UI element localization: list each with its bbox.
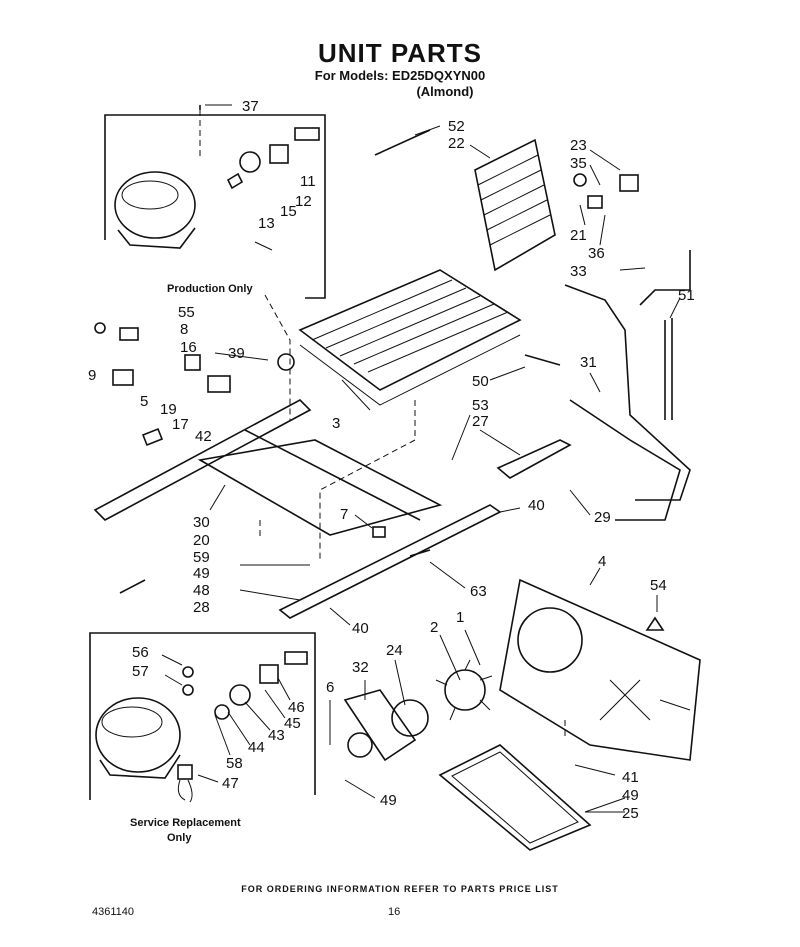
callout-49-right: 49 xyxy=(622,787,639,804)
callout-11: 11 xyxy=(300,173,316,190)
callout-24: 24 xyxy=(386,642,403,659)
callout-12: 12 xyxy=(295,193,312,210)
page-number: 16 xyxy=(388,906,401,918)
callout-5: 5 xyxy=(140,393,148,410)
callout-28: 28 xyxy=(193,599,210,616)
callout-29: 29 xyxy=(594,509,611,526)
callout-32: 32 xyxy=(352,659,369,676)
callout-39: 39 xyxy=(228,345,245,362)
document-number: 4361140 xyxy=(92,906,135,918)
callout-17: 17 xyxy=(172,416,189,433)
callout-13: 13 xyxy=(258,215,275,232)
callout-57: 57 xyxy=(132,663,149,680)
callout-35: 35 xyxy=(570,155,587,172)
callout-50: 50 xyxy=(472,373,489,390)
callout-20: 20 xyxy=(193,532,210,549)
callout-21: 21 xyxy=(570,227,587,244)
callout-8: 8 xyxy=(180,321,188,338)
callout-44: 44 xyxy=(248,739,265,756)
callout-9: 9 xyxy=(88,367,96,384)
model-line: For Models: ED25DQXYN00 xyxy=(314,68,486,83)
callout-33: 33 xyxy=(570,263,587,280)
callout-16: 16 xyxy=(180,339,197,356)
callout-30: 30 xyxy=(193,514,210,531)
callout-52: 52 xyxy=(448,118,465,135)
service-replacement-box xyxy=(89,632,316,800)
callout-27: 27 xyxy=(472,413,489,430)
callout-15: 15 xyxy=(280,203,297,220)
compressor-production xyxy=(114,171,196,249)
callout-2: 2 xyxy=(430,619,438,636)
callout-49-bottom: 49 xyxy=(380,792,397,809)
service-replacement-label-2: Only xyxy=(167,832,192,844)
frame-rails xyxy=(93,399,502,619)
callout-4: 4 xyxy=(598,553,606,570)
condenser-coil xyxy=(298,269,522,406)
fan-motor-assembly xyxy=(343,659,493,762)
callout-1: 1 xyxy=(456,609,464,626)
callout-43: 43 xyxy=(268,727,285,744)
callout-40-upper: 40 xyxy=(528,497,545,514)
callout-46: 46 xyxy=(288,699,305,716)
callout-49-upper: 49 xyxy=(193,565,210,582)
drain-pan xyxy=(438,744,592,851)
evaporator xyxy=(474,138,556,272)
callout-labels: 37 52 22 23 35 11 12 15 13 21 36 33 51 5… xyxy=(88,98,695,822)
callout-19: 19 xyxy=(160,401,177,418)
service-replacement-label-1: Service Replacement xyxy=(130,817,241,829)
small-parts xyxy=(94,105,665,720)
callout-31: 31 xyxy=(580,354,597,371)
callout-42: 42 xyxy=(195,428,212,445)
callout-41: 41 xyxy=(622,769,639,786)
finish-line: (Almond) xyxy=(416,84,474,99)
callout-48: 48 xyxy=(193,582,210,599)
callout-3: 3 xyxy=(332,415,340,432)
fan-shroud-bracket xyxy=(499,578,701,761)
callout-36: 36 xyxy=(588,245,605,262)
alignment-lines xyxy=(199,110,566,740)
callout-54: 54 xyxy=(650,577,667,594)
production-only-box xyxy=(104,114,326,299)
callout-55: 55 xyxy=(178,304,195,321)
ordering-info: FOR ORDERING INFORMATION REFER TO PARTS … xyxy=(241,884,559,894)
refrigerant-tubing xyxy=(496,250,691,521)
callout-25: 25 xyxy=(622,805,639,822)
callout-51: 51 xyxy=(678,287,695,304)
callout-22: 22 xyxy=(448,135,465,152)
callout-47: 47 xyxy=(222,775,239,792)
callout-63: 63 xyxy=(470,583,487,600)
production-only-label: Production Only xyxy=(167,283,253,295)
callout-37: 37 xyxy=(242,98,259,115)
callout-53: 53 xyxy=(472,397,489,414)
callout-59: 59 xyxy=(193,549,210,566)
callout-23: 23 xyxy=(570,137,587,154)
callout-56: 56 xyxy=(132,644,149,661)
callout-40-lower: 40 xyxy=(352,620,369,637)
callout-45: 45 xyxy=(284,715,301,732)
leader-lines xyxy=(161,104,681,813)
compressor-service xyxy=(95,697,193,803)
callout-7: 7 xyxy=(340,506,348,523)
callout-6: 6 xyxy=(326,679,334,696)
page-title: UNIT PARTS xyxy=(317,38,483,68)
callout-58: 58 xyxy=(226,755,243,772)
